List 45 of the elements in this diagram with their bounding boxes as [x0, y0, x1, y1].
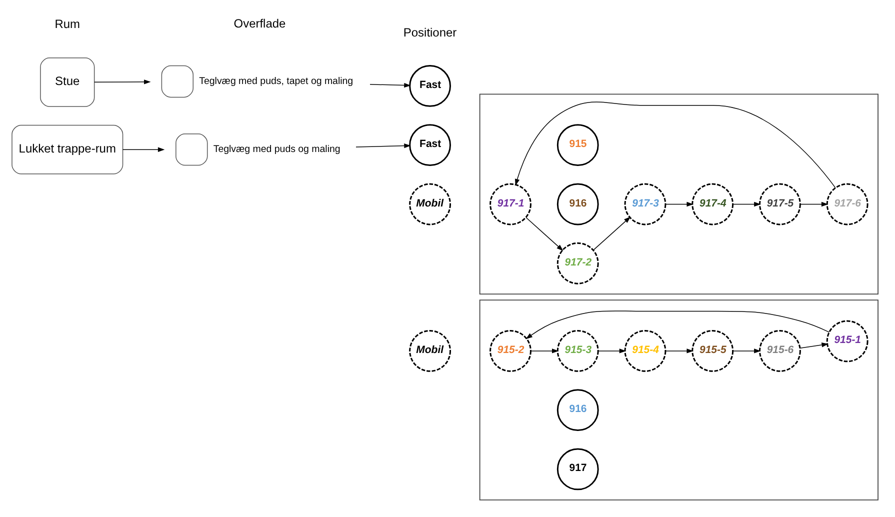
node-circle: Fast: [408, 65, 450, 107]
label: Overflade: [233, 16, 286, 30]
node-circle: 916: [556, 389, 598, 432]
cluster: [478, 94, 878, 294]
arrow: [525, 217, 563, 251]
node-circle: 915: [556, 124, 598, 166]
node-box: [175, 134, 208, 166]
arrow: [369, 82, 410, 88]
arrow: [592, 216, 630, 250]
arrow: [664, 202, 693, 207]
node-circle: 917-4: [691, 183, 734, 226]
arrow: [525, 310, 830, 340]
node-circle: Mobil: [408, 330, 450, 372]
arrow: [514, 102, 836, 188]
node-box: Stue: [40, 58, 94, 107]
node-circle: 915-4: [624, 330, 666, 372]
label: Rum: [54, 17, 80, 32]
node-circle: 915-6: [758, 330, 800, 372]
arrow: [122, 147, 164, 152]
node-box: Lukket trappe-rum: [11, 124, 123, 174]
cluster: [478, 300, 878, 500]
node-label: Teglvæg med puds og maling: [212, 144, 340, 156]
arrow: [800, 202, 828, 207]
label: Positioner: [402, 25, 456, 40]
node-circle: 917: [556, 448, 598, 490]
node-circle: 917-6: [826, 183, 868, 226]
node-circle: 915-5: [691, 330, 734, 372]
arrow: [732, 202, 760, 207]
node-circle: 915-3: [556, 330, 598, 372]
node-circle: Fast: [408, 124, 450, 166]
node-circle: 916: [556, 183, 598, 226]
arrow: [355, 143, 410, 148]
arrow: [664, 348, 693, 354]
node-circle: 917-1: [489, 183, 531, 226]
node-box: [160, 65, 193, 98]
node-circle: 917-5: [758, 183, 800, 226]
node-circle: Mobil: [408, 183, 450, 226]
node-circle: 915-1: [826, 320, 868, 362]
node-circle: 915-2: [489, 330, 531, 372]
arrow: [732, 348, 760, 354]
node-label: Teglvæg med puds, tapet og maling: [198, 76, 353, 88]
arrow: [94, 80, 150, 84]
arrow: [598, 348, 626, 354]
arrow: [799, 342, 828, 348]
arrow: [530, 348, 558, 354]
